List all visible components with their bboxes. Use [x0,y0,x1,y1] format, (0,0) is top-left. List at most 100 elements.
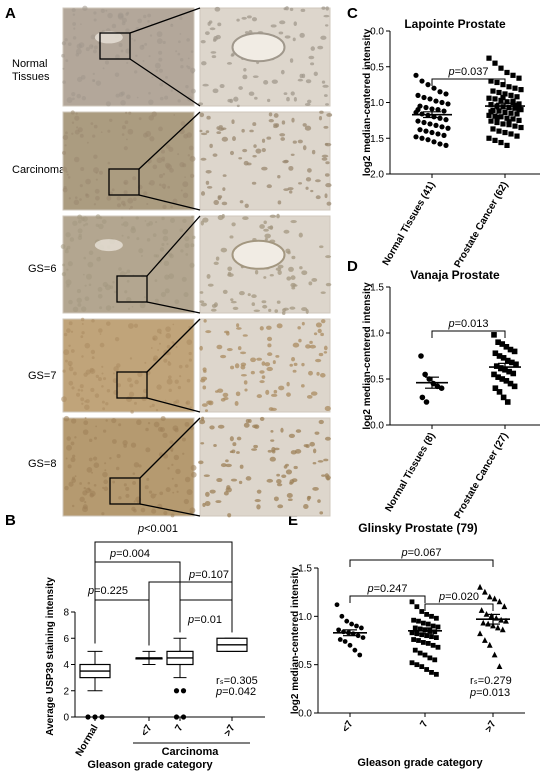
cell-nucleus [314,431,320,435]
data-point [510,72,516,78]
tissue-texture [61,53,65,58]
tissue-texture [156,157,163,164]
tissue-texture [182,192,189,199]
data-point [419,394,426,401]
row-label-gs7: GS=7 [28,370,57,382]
data-point [419,78,425,84]
tissue-texture [84,501,87,504]
tissue-texture [178,40,181,44]
cell-nucleus [319,511,324,515]
cell-nucleus [323,125,329,129]
tissue-texture [179,33,182,35]
cell-nucleus [230,53,234,57]
tissue-texture [121,21,126,26]
cell-nucleus [269,214,277,218]
tissue-texture [186,378,191,383]
x-axis-label: Gleason grade category [357,757,483,769]
tissue-texture [89,490,96,497]
data-point [347,642,353,648]
tissue-texture [64,144,67,147]
data-point [486,593,493,600]
tissue-texture [76,392,81,397]
tissue-texture [123,190,128,195]
cell-nucleus [238,157,243,160]
cell-nucleus [254,499,261,503]
cell-nucleus [315,195,321,200]
data-point [506,84,512,90]
tissue-texture [137,371,143,377]
cell-nucleus [198,460,204,465]
tissue-texture [67,176,71,179]
tissue-texture [171,341,175,344]
tissue-texture [78,42,85,48]
tissue-texture [76,289,81,294]
tissue-texture [154,279,158,282]
data-point [488,118,494,124]
tissue-texture [72,220,78,226]
cell-nucleus [311,149,316,155]
cell-nucleus [223,396,229,401]
tissue-texture [95,178,98,181]
tissue-texture [162,173,166,176]
cell-nucleus [303,503,309,510]
cell-nucleus [200,302,208,307]
tissue-texture [166,378,173,385]
data-point [496,598,503,605]
cell-nucleus [251,17,258,22]
tissue-texture [184,243,190,249]
cell-nucleus [293,21,298,27]
tissue-texture [184,476,191,483]
cell-nucleus [277,270,282,275]
tissue-texture [159,247,165,252]
tissue-texture [66,284,70,288]
cell-nucleus [217,22,222,27]
tissue-texture [123,146,128,151]
cell-nucleus [308,281,313,286]
cell-nucleus [253,144,257,148]
tissue-texture [151,403,155,407]
data-point [488,109,494,115]
tissue-texture [64,485,69,491]
cell-nucleus [225,487,232,493]
cell-nucleus [300,8,306,13]
tissue-texture [135,216,139,220]
cell-nucleus [276,483,283,487]
tissue-texture [141,254,143,257]
cell-nucleus [253,444,258,449]
data-point [411,637,417,642]
tissue-texture [169,447,174,451]
zoom-line [138,111,201,170]
tissue-texture [68,299,73,305]
cell-nucleus [299,266,303,270]
tissue-texture [180,249,184,253]
cell-nucleus [252,424,258,429]
cell-nucleus [286,392,291,397]
tissue-texture [128,207,131,210]
tissue-texture [122,203,126,207]
cell-nucleus [254,96,258,100]
data-point [518,87,524,93]
cell-nucleus [209,489,216,494]
y-tick-label: 2 [63,686,69,697]
cell-nucleus [266,366,273,372]
cell-nucleus [238,290,245,296]
tissue-texture [156,31,163,38]
stat-label: p=0.042 [215,686,256,698]
tissue-texture [114,72,120,77]
cell-nucleus [233,96,239,102]
tissue-texture [157,349,159,351]
cell-nucleus [280,427,284,433]
tissue-texture [107,12,113,19]
cell-nucleus [292,37,296,42]
tissue-texture [93,18,97,22]
tissue-texture [190,67,196,73]
cell-nucleus [319,245,324,249]
data-point [336,627,342,633]
cell-nucleus [290,220,297,224]
tissue-texture [161,183,167,189]
tissue-texture [66,97,73,103]
cell-nucleus [229,235,234,239]
row-label-gs8: GS=8 [28,458,57,470]
data-point [435,107,441,113]
cell-nucleus [274,309,279,313]
